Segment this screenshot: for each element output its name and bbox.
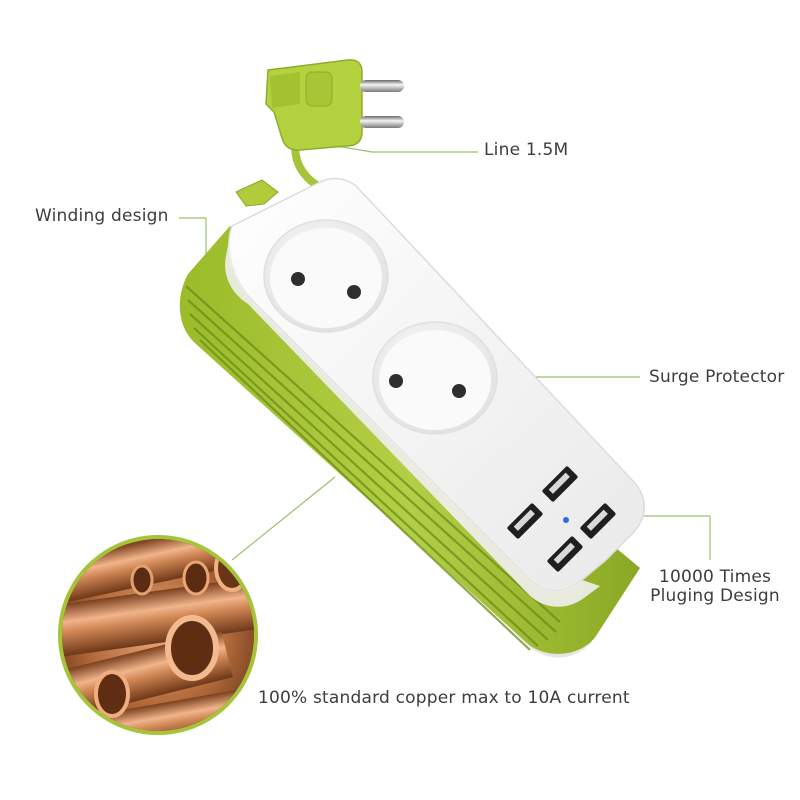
plug-pin-bottom (360, 116, 404, 128)
usb-port-3 (580, 503, 616, 539)
label-winding-design: Winding design (35, 206, 169, 226)
power-strip (179, 177, 645, 658)
leader-lines (179, 139, 711, 561)
leader-line-usb (620, 515, 711, 560)
usb-port-1 (542, 466, 578, 502)
indicator-led (563, 517, 569, 523)
ac-socket-1 (263, 219, 389, 333)
winding-ridges (185, 285, 561, 651)
label-copper: 100% standard copper max to 10A current (258, 688, 630, 708)
plug-grip (305, 71, 333, 107)
copper-inset (58, 535, 258, 735)
cable-clip (235, 179, 279, 207)
usb-port-4 (547, 536, 583, 572)
leader-line-copper (231, 476, 336, 561)
plug-pin-top (360, 80, 404, 92)
usb-port-2 (507, 503, 543, 539)
label-plug-durability: 10000 Times Pluging Design (642, 568, 788, 606)
ac-socket-2 (372, 321, 498, 435)
label-plug-durability-line2: Pluging Design (650, 586, 780, 606)
leader-line-winding (179, 217, 207, 268)
label-plug-durability-line1: 10000 Times (658, 567, 772, 587)
label-surge-protector: Surge Protector (649, 367, 785, 387)
usb-ports (507, 466, 616, 572)
label-cable-length: Line 1.5M (484, 140, 569, 160)
